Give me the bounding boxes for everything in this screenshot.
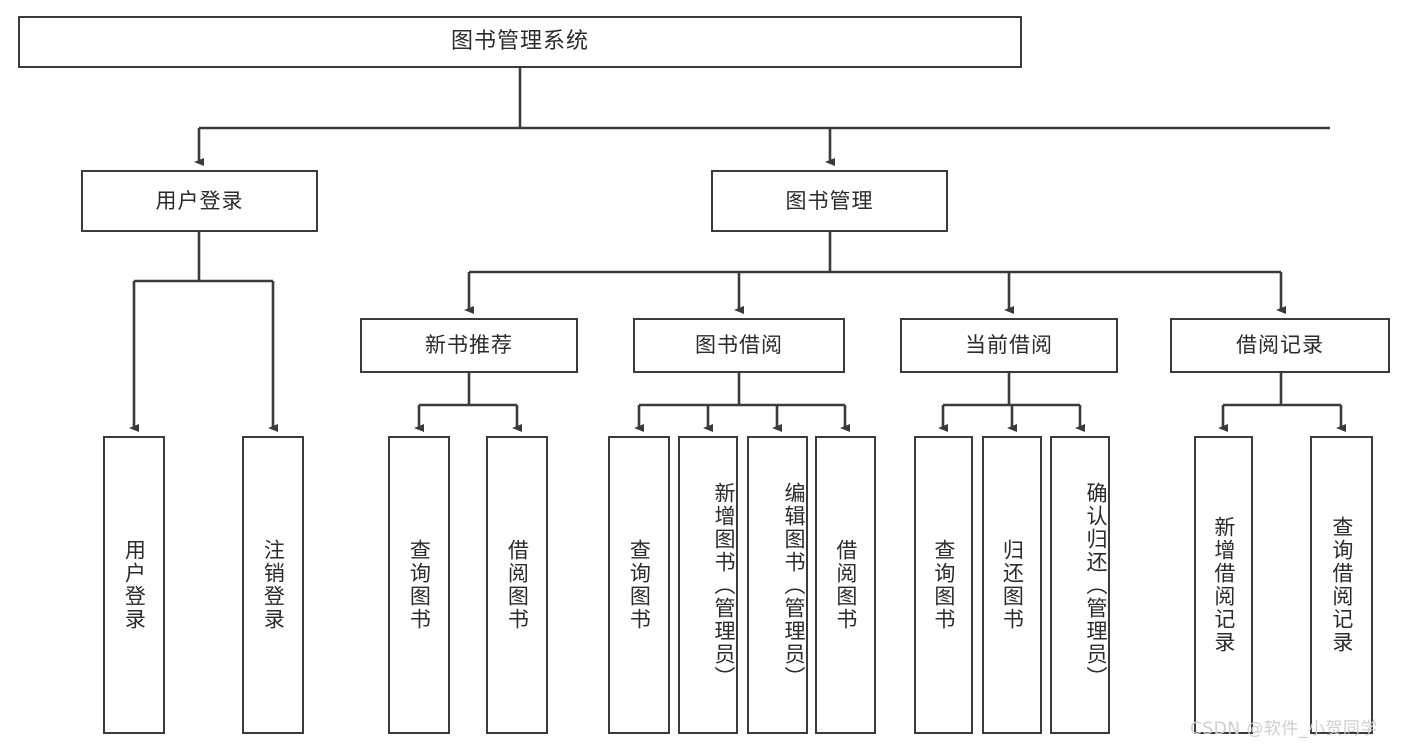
node-label: 新增图书（管理员） (712, 481, 736, 689)
node-label: 查询图书 (627, 539, 652, 631)
node-label: 借阅记录 (1236, 333, 1324, 358)
leaf-query-book-recommend[interactable]: 查询图书 (388, 436, 450, 734)
node-book-management[interactable]: 图书管理 (711, 170, 948, 232)
node-label: 借阅图书 (833, 539, 858, 631)
leaf-query-borrow-record[interactable]: 查询借阅记录 (1310, 436, 1373, 734)
leaf-confirm-return-admin[interactable]: 确认归还（管理员） (1050, 436, 1110, 734)
node-label: 图书借阅 (695, 333, 783, 358)
node-label: 用户登录 (122, 539, 147, 631)
node-label: 图书管理系统 (450, 29, 589, 55)
node-label: 编辑图书（管理员） (782, 481, 806, 689)
leaf-query-book-borrow[interactable]: 查询图书 (608, 436, 670, 734)
node-new-book-recommend[interactable]: 新书推荐 (360, 318, 578, 373)
node-label: 新增借阅记录 (1211, 516, 1236, 654)
node-label: 图书管理 (785, 188, 874, 213)
leaf-add-borrow-record[interactable]: 新增借阅记录 (1194, 436, 1253, 734)
node-user-login[interactable]: 用户登录 (81, 170, 318, 232)
node-label: 查询图书 (931, 539, 956, 631)
leaf-return-book[interactable]: 归还图书 (982, 436, 1042, 734)
leaf-borrow-book[interactable]: 借阅图书 (815, 436, 876, 734)
node-label: 确认归还（管理员） (1084, 481, 1108, 689)
node-label: 查询图书 (407, 539, 432, 631)
node-label: 注销登录 (261, 539, 286, 631)
node-borrow-record[interactable]: 借阅记录 (1170, 318, 1390, 373)
node-root-system[interactable]: 图书管理系统 (18, 16, 1022, 68)
leaf-logout[interactable]: 注销登录 (242, 436, 304, 734)
node-current-borrow[interactable]: 当前借阅 (900, 318, 1118, 373)
leaf-user-login[interactable]: 用户登录 (103, 436, 165, 734)
node-label: 归还图书 (1000, 539, 1025, 631)
leaf-borrow-book-recommend[interactable]: 借阅图书 (486, 436, 548, 734)
node-label: 用户登录 (155, 188, 244, 213)
leaf-add-book-admin[interactable]: 新增图书（管理员） (678, 436, 738, 734)
leaf-edit-book-admin[interactable]: 编辑图书（管理员） (747, 436, 808, 734)
leaf-query-book-current[interactable]: 查询图书 (914, 436, 973, 734)
node-label: 当前借阅 (965, 333, 1053, 358)
node-label: 新书推荐 (425, 333, 513, 358)
node-label: 查询借阅记录 (1329, 516, 1354, 654)
csdn-watermark: CSDN @软件_小贺同学 (1190, 719, 1378, 739)
node-book-borrow[interactable]: 图书借阅 (633, 318, 845, 373)
node-label: 借阅图书 (505, 539, 530, 631)
